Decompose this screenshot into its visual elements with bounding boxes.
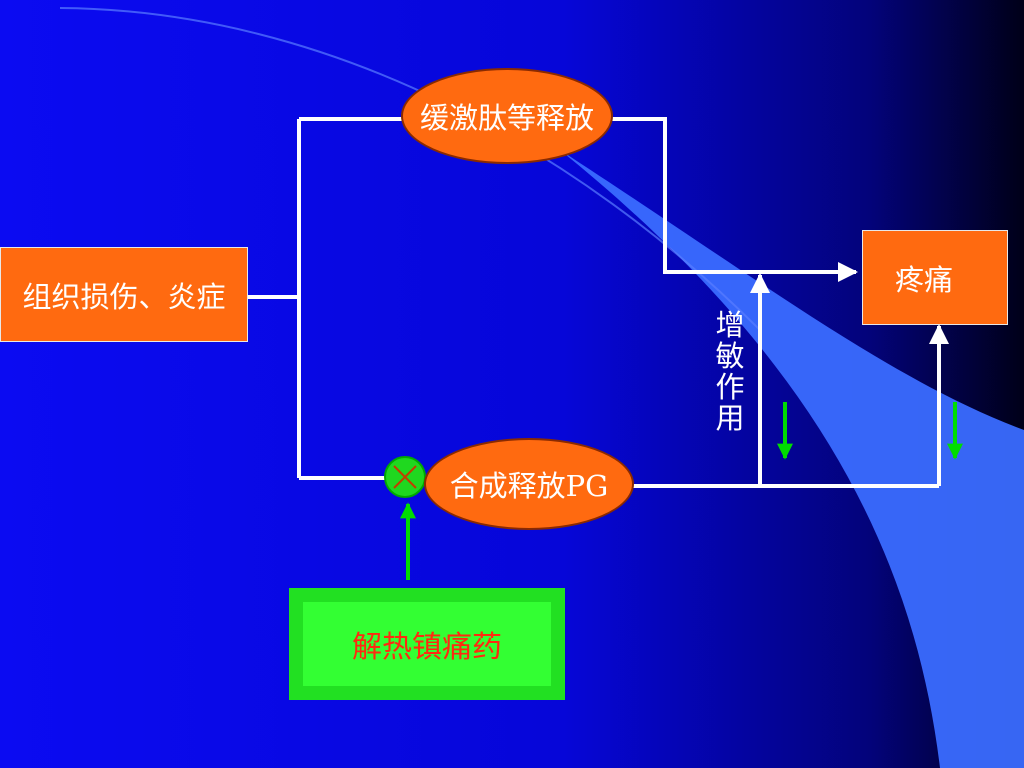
pg-synthesis-node: 合成释放PG: [424, 438, 634, 530]
sensitization-char: 作: [715, 370, 745, 404]
decorative-swoosh: [560, 150, 1024, 768]
tissue-injury-node: 组织损伤、炎症: [0, 247, 248, 342]
inhibition-x-icon: [393, 465, 417, 489]
sensitization-char: 增: [715, 308, 745, 342]
pain-node: 疼痛: [862, 230, 1008, 325]
analgesic-drug-label: 解热镇痛药: [303, 602, 551, 686]
sensitization-char: 用: [715, 401, 745, 435]
analgesic-drug-node: 解热镇痛药: [289, 588, 565, 700]
sensitization-label: 增 敏 作 用: [713, 310, 747, 434]
bradykinin-release-node: 缓激肽等释放: [401, 68, 613, 164]
sensitization-char: 敏: [715, 339, 745, 373]
arrow-bradykinin-to-pain: [606, 117, 858, 282]
